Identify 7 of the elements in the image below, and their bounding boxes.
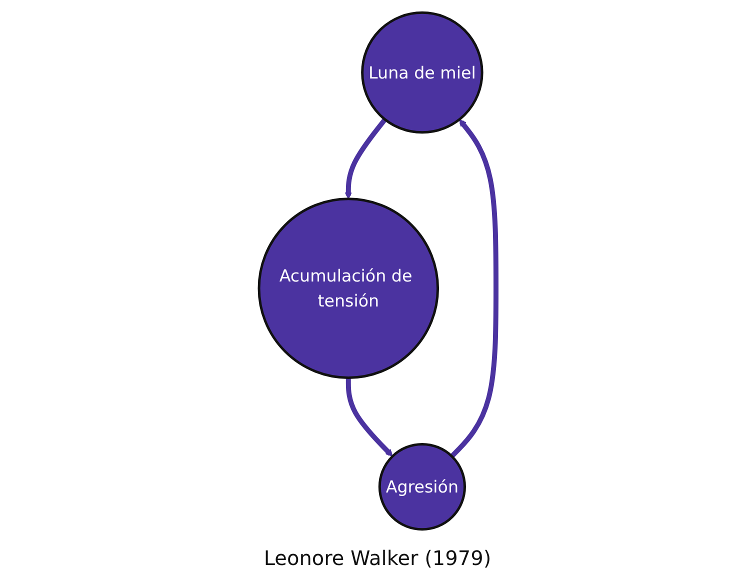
arrow xyxy=(450,119,498,458)
arrow xyxy=(344,118,387,200)
node-circle: Luna de miel xyxy=(361,11,484,134)
arrow xyxy=(346,378,393,457)
node-circle: Agresión xyxy=(378,442,466,531)
caption: Leonore Walker (1979) xyxy=(264,546,492,570)
node-circle: Acumulación de tensión xyxy=(258,198,440,379)
